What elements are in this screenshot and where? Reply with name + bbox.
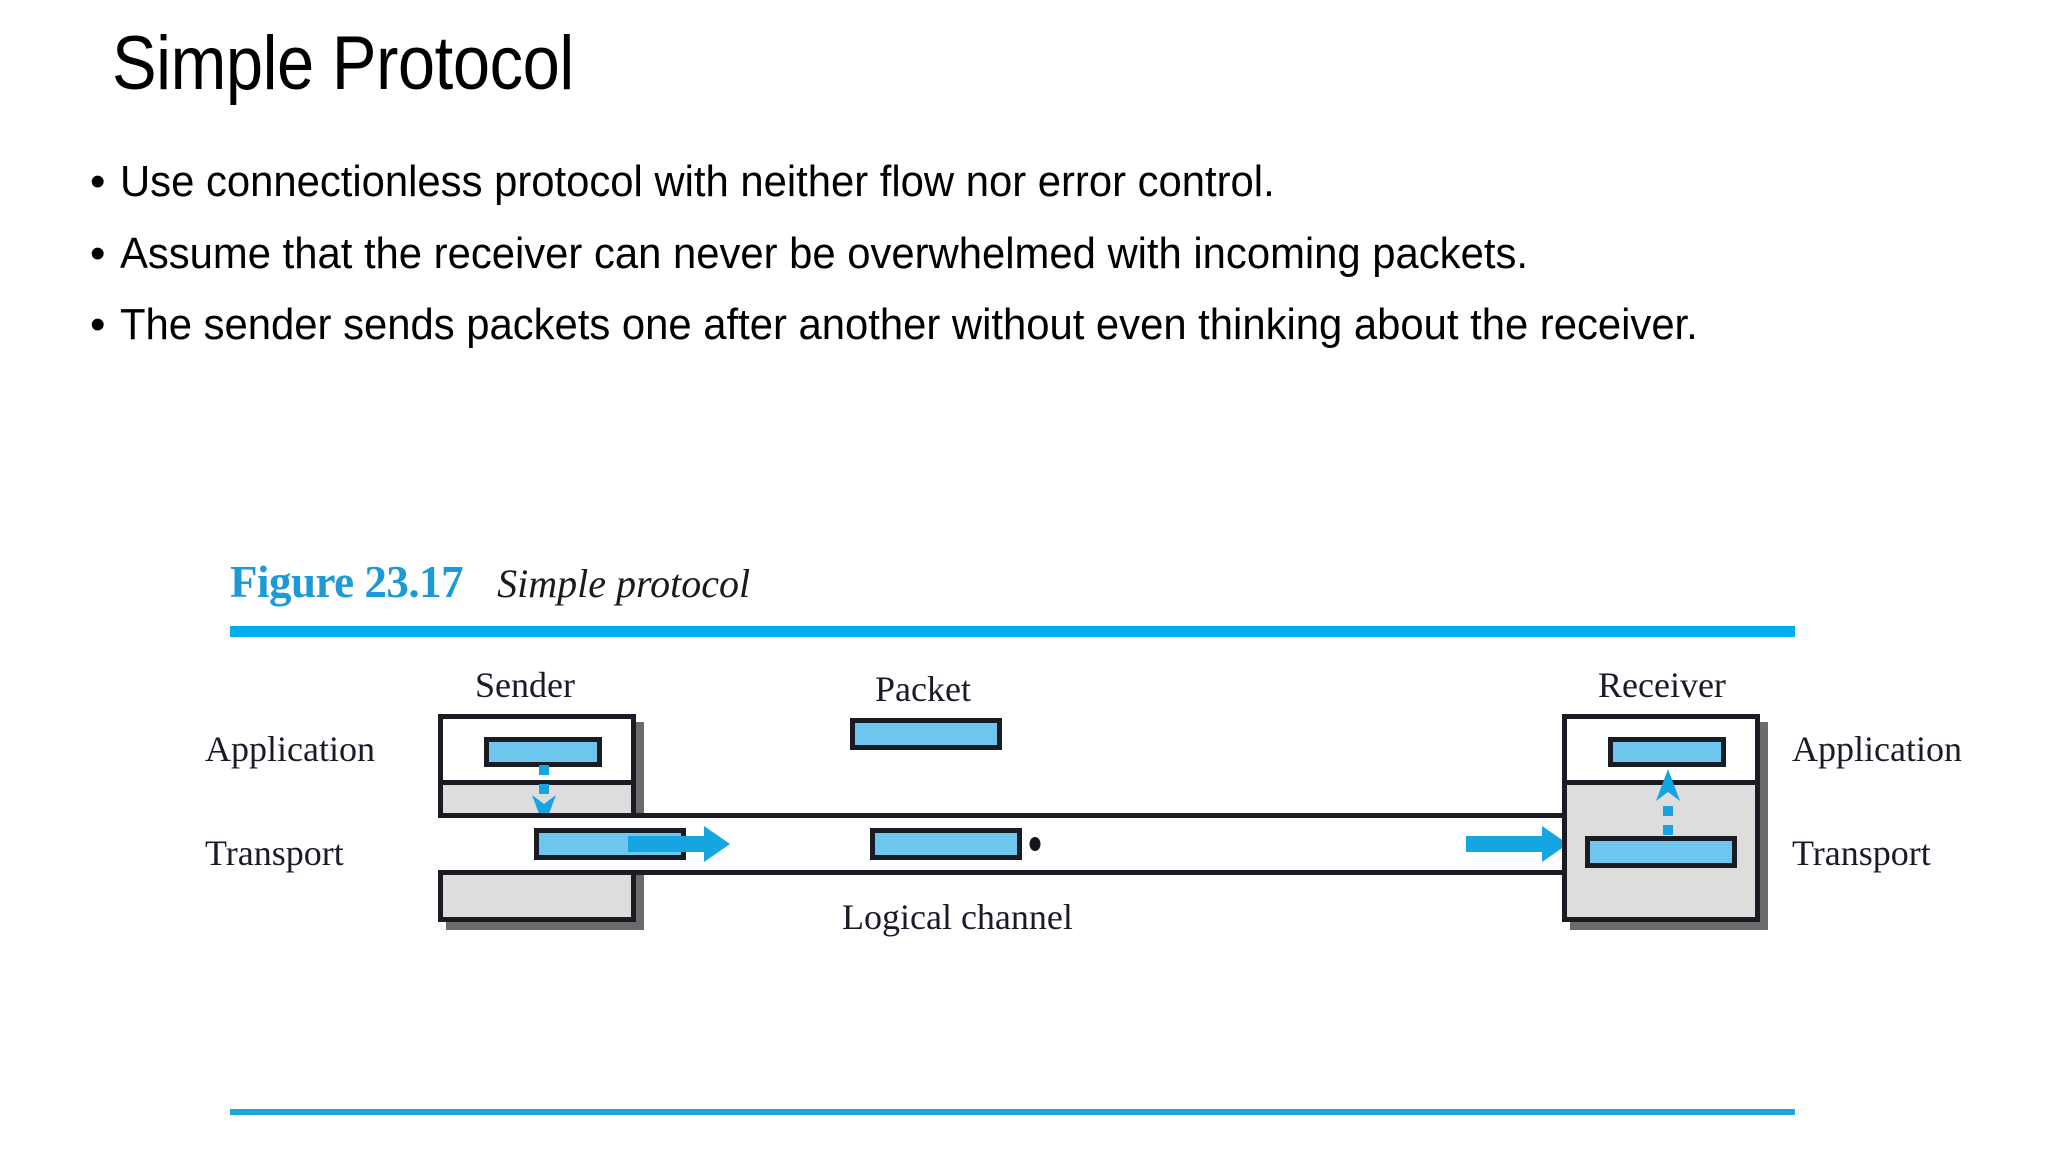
bullet-text: Use connectionless protocol with neither… bbox=[120, 157, 1275, 206]
channel-packet bbox=[870, 828, 1022, 860]
page-title: Simple Protocol bbox=[112, 21, 574, 106]
sender-application-label: Application bbox=[205, 729, 375, 769]
receiver-up-arrow-icon bbox=[1656, 769, 1680, 835]
receiver-transport-packet bbox=[1585, 836, 1737, 868]
receiver-application-label: Application bbox=[1792, 729, 1962, 769]
sender-to-channel-arrow-icon bbox=[628, 826, 732, 862]
sender-label: Sender bbox=[475, 665, 575, 705]
figure-rule-top bbox=[230, 626, 1795, 637]
receiver-host-box bbox=[1562, 714, 1768, 930]
bullet-marker-icon: • bbox=[90, 300, 106, 350]
figure-rule-bottom bbox=[230, 1109, 1795, 1115]
bullet-marker-icon: • bbox=[90, 228, 106, 278]
bullet-text: Assume that the receiver can never be ov… bbox=[120, 228, 1528, 278]
receiver-box-body bbox=[1562, 714, 1760, 922]
receiver-application-packet bbox=[1608, 737, 1726, 767]
channel-to-receiver-arrow-icon bbox=[1466, 826, 1570, 862]
figure-caption: Figure 23.17 Simple protocol bbox=[230, 556, 750, 608]
receiver-label: Receiver bbox=[1598, 665, 1726, 705]
packet-caption: Packet bbox=[875, 669, 971, 709]
protocol-diagram: Sender Application Transport Packet Logi… bbox=[205, 646, 1962, 1086]
list-item: • Assume that the receiver can never be … bbox=[86, 227, 1966, 281]
sender-down-arrow-icon bbox=[532, 765, 556, 827]
logical-channel bbox=[438, 813, 1584, 875]
packet-legend-swatch bbox=[850, 718, 1002, 750]
sender-transport-label: Transport bbox=[205, 833, 344, 873]
logical-channel-caption: Logical channel bbox=[842, 897, 1073, 937]
bullet-marker-icon: • bbox=[90, 157, 106, 206]
list-item: • Use connectionless protocol with neith… bbox=[86, 155, 1966, 209]
list-item: • The sender sends packets one after ano… bbox=[86, 298, 1966, 352]
sender-application-packet bbox=[484, 737, 602, 767]
bullet-text: The sender sends packets one after anoth… bbox=[120, 300, 1698, 350]
figure-block: Figure 23.17 Simple protocol Sender Appli… bbox=[205, 556, 1962, 1126]
figure-number: Figure 23.17 bbox=[230, 557, 464, 607]
figure-title: Simple protocol bbox=[497, 561, 751, 606]
receiver-transport-label: Transport bbox=[1792, 833, 1931, 873]
bullet-list: • Use connectionless protocol with neith… bbox=[86, 155, 1966, 370]
